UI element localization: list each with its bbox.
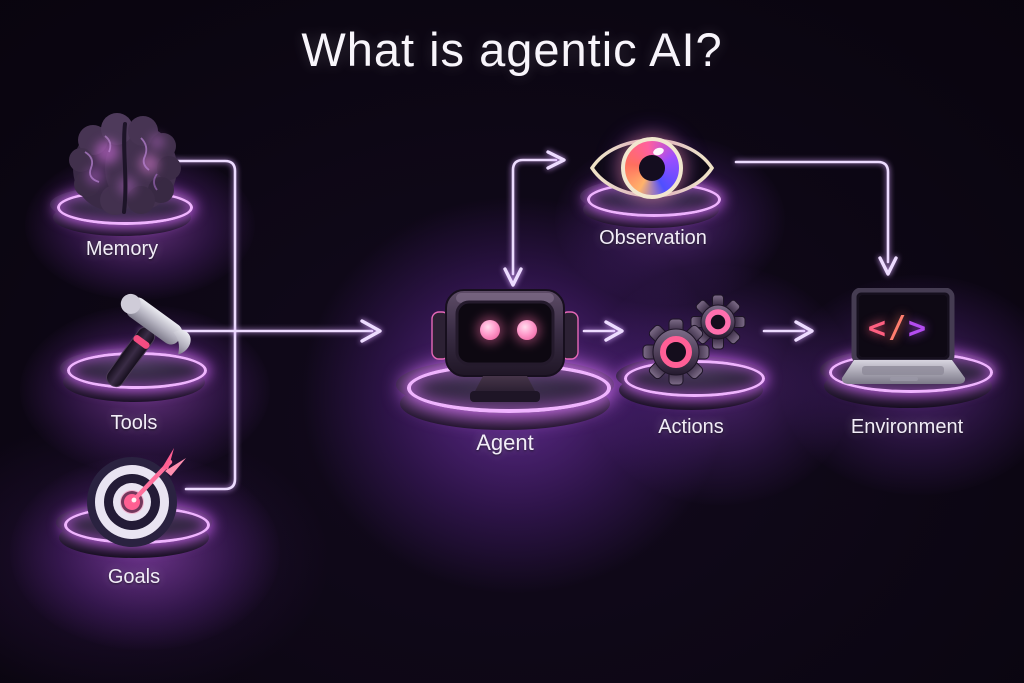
- code-open-bracket: <: [867, 310, 888, 346]
- observation-label: Observation: [599, 227, 707, 249]
- environment-screen-code: < / >: [858, 304, 938, 352]
- laptop-code-icon: [832, 287, 972, 395]
- goals-label: Goals: [107, 566, 161, 588]
- code-close-bracket: >: [908, 310, 929, 346]
- eye-glint: [652, 146, 665, 157]
- eye-iris: [621, 137, 683, 199]
- page-title: What is agentic AI?: [301, 23, 723, 76]
- code-slash: /: [887, 309, 909, 345]
- gears-icon: [632, 282, 772, 412]
- actions-label: Actions: [658, 416, 724, 438]
- eye-icon: [586, 124, 718, 212]
- eye-pupil: [639, 155, 665, 181]
- target-icon: [80, 446, 192, 555]
- tools-to-agent-arrowhead: [360, 319, 382, 343]
- actions-to-environment-arrowhead: [794, 320, 814, 342]
- environment-label: Environment: [850, 416, 964, 438]
- tools-label: Tools: [110, 412, 158, 434]
- agent-to-actions-arrowhead: [604, 320, 624, 342]
- brain-icon: [65, 112, 185, 221]
- memory-label: Memory: [85, 238, 159, 260]
- to-environment-arrowhead: [878, 256, 898, 276]
- hammer-icon: [88, 292, 198, 397]
- observation-to-environment-line: [734, 160, 890, 264]
- agent-observation-elbow: [511, 158, 558, 276]
- agent-label: Agent: [476, 430, 534, 455]
- to-observation-arrowhead: [546, 150, 566, 170]
- robot-icon: [430, 280, 580, 407]
